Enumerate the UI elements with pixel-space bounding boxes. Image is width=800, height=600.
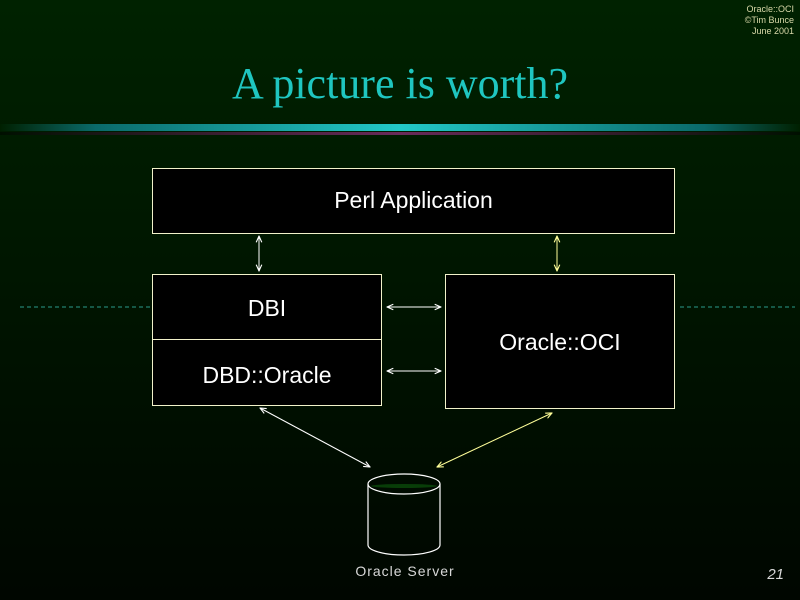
- oracle-oci-box: Oracle::OCI: [445, 274, 675, 409]
- slide-attribution: Oracle::OCI ©Tim Bunce June 2001: [745, 4, 794, 37]
- attribution-topic: Oracle::OCI: [746, 4, 794, 14]
- page-number: 21: [767, 566, 784, 583]
- arrow-dbd-server: [260, 408, 370, 467]
- dbd-oracle-label: DBD::Oracle: [202, 362, 332, 388]
- dbi-label: DBI: [247, 295, 287, 321]
- attribution-author: ©Tim Bunce: [744, 15, 794, 25]
- dbi-box: DBI: [152, 274, 382, 340]
- oracle-oci-label: Oracle::OCI: [499, 329, 621, 355]
- dbd-oracle-box: DBD::Oracle: [152, 339, 382, 406]
- perl-application-label: Perl Application: [334, 187, 493, 213]
- title-divider: [0, 124, 800, 135]
- perl-application-box: Perl Application: [152, 168, 675, 234]
- attribution-date: June 2001: [751, 26, 794, 36]
- arrow-oci-server: [437, 413, 552, 467]
- database-cylinder-icon: [367, 473, 441, 556]
- oracle-server-label: Oracle Server: [355, 563, 455, 579]
- slide-title: A picture is worth?: [231, 59, 569, 108]
